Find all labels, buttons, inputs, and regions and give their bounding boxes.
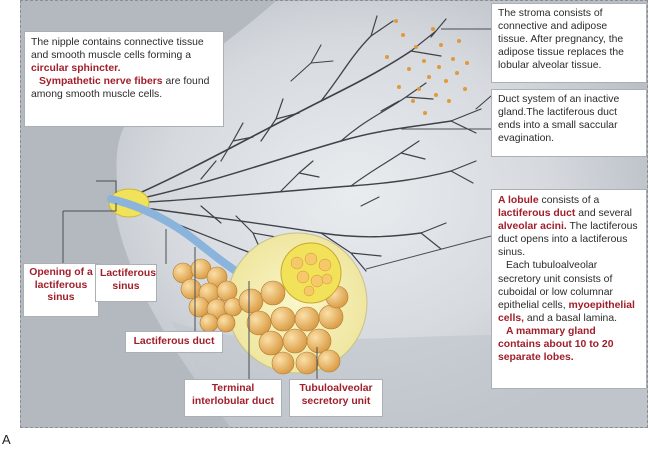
lobule-text-2: and several [578,208,632,220]
lobule-text-1: consists of a [541,195,600,206]
nipple-callout-line1: The nipple contains connective tissue an… [31,36,217,75]
label-lactiferous-duct: Lactiferous duct [125,331,223,353]
lobule-paragraph-2: Each tubuloalveolar secretory unit consi… [498,259,640,324]
lobule-text-5: and a basal lamina. [526,312,618,324]
sympathetic-fibers-term: Sympathetic nerve fibers [39,76,163,88]
nipple-callout-text-2: are found among smooth muscle cells. [31,76,210,101]
lobule-callout: A lobule consists of a lactiferous duct … [491,189,647,389]
myoepithelial-term: myoepithelial cells, [498,299,635,324]
label-opening-lactiferous-sinus: Opening of a lactiferous sinus [23,263,99,317]
lactiferous-duct-term: lactiferous duct [498,208,576,220]
acini-cluster-magnified [238,280,349,375]
label-terminal-interlobular-duct: Terminal interlobular duct [184,379,282,417]
acini-cluster-small [172,258,243,333]
adipose-dots [385,19,469,115]
illustration-panel: The nipple contains connective tissue an… [20,0,648,428]
duct-tree [125,15,492,272]
mammary-gland-lobes-term: A mammary gland contains about 10 to 20 … [498,325,614,364]
figure-letter: A [2,432,11,447]
nipple-callout: The nipple contains connective tissue an… [24,31,224,127]
stroma-callout: The stroma consists of connective and ad… [491,3,647,83]
label-lactiferous-sinus: Lactiferous sinus [95,264,157,302]
duct-system-callout: Duct system of an inactive gland.The lac… [491,89,647,157]
duct-system-callout-text: Duct system of an inactive gland.The lac… [498,94,620,145]
alveolar-acini-term: alveolar acini. [498,221,567,233]
label-tubuloalveolar-secretory-unit: Tubuloalveolar secretory unit [289,379,383,417]
stroma-callout-text: The stroma consists of connective and ad… [498,8,624,72]
lobule-paragraph-3: A mammary gland contains about 10 to 20 … [498,325,640,364]
leader-lines [62,28,492,379]
nipple-callout-line2: Sympathetic nerve fibers are found among… [31,75,217,101]
lobule-text-4: Each tubuloalveolar secretory unit consi… [498,260,613,311]
lobule-text-3: The lactiferous duct opens into a lactif… [498,221,638,259]
lobule-term: A lobule [498,195,539,206]
lobule-paragraph-1: A lobule consists of a lactiferous duct … [498,194,640,259]
circular-sphincter-term: circular sphincter. [31,63,121,75]
nipple-callout-text-1: The nipple contains connective tissue an… [31,37,204,62]
